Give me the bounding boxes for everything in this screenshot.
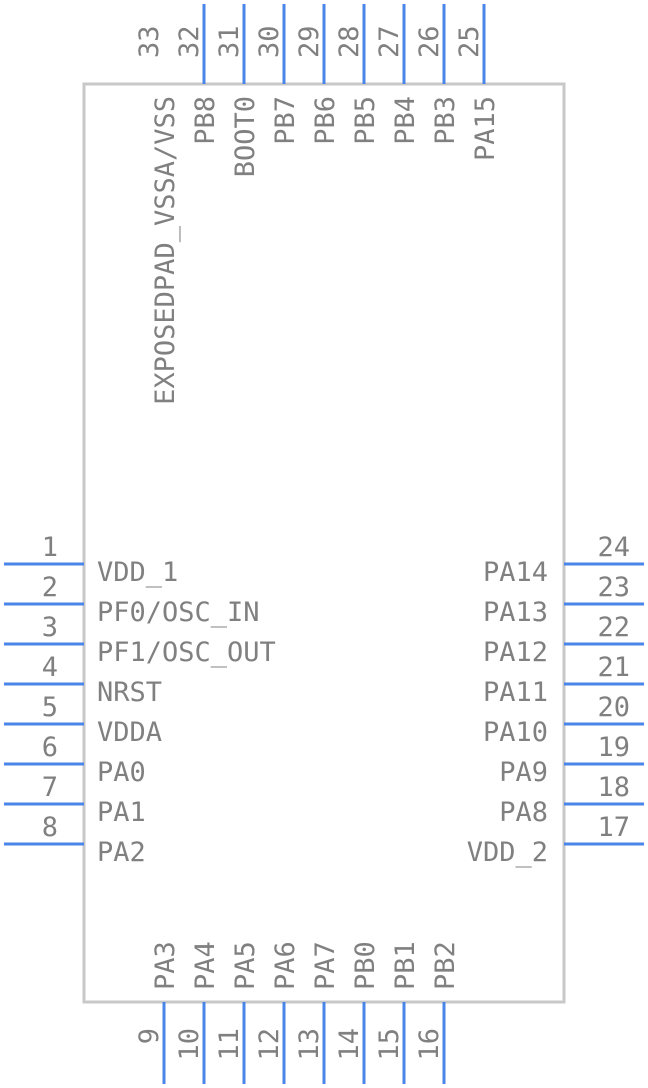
pin-number-28: 28 [334, 25, 365, 58]
pin-number-14: 14 [334, 1028, 365, 1061]
pin-number-2: 2 [42, 572, 58, 603]
pin-number-12: 12 [254, 1028, 285, 1061]
pin-label-32: PB8 [190, 96, 221, 145]
pin-number-7: 7 [42, 772, 58, 803]
pin-number-17: 17 [597, 812, 630, 843]
pin-label-19: PA9 [499, 757, 548, 788]
pin-number-22: 22 [597, 612, 630, 643]
pin-group [4, 4, 644, 1084]
pin-label-26: PB3 [430, 96, 461, 145]
pin-label-21: PA11 [483, 677, 548, 708]
pin-label-29: PB6 [310, 96, 341, 145]
pin-label-22: PA12 [483, 637, 548, 668]
pin-label-24: PA14 [483, 557, 548, 588]
pin-number-16: 16 [414, 1028, 445, 1061]
pin-number-23: 23 [597, 572, 630, 603]
pin-label-3: PF1/OSC_OUT [97, 637, 276, 668]
pin-number-3: 3 [42, 612, 58, 643]
pin-number-20: 20 [597, 692, 630, 723]
pin-number-33: 33 [134, 25, 165, 58]
pin-label-31: BOOT0 [230, 96, 261, 177]
pin-number-8: 8 [42, 812, 58, 843]
pin-label-8: PA2 [97, 837, 146, 868]
pin-label-23: PA13 [483, 597, 548, 628]
pin-label-11: PA5 [230, 941, 261, 990]
pin-label-9: PA3 [150, 941, 181, 990]
pin-label-30: PB7 [270, 96, 301, 145]
pin-number-19: 19 [597, 732, 630, 763]
pin-label-13: PA7 [310, 941, 341, 990]
pin-number-1: 1 [42, 532, 58, 563]
pin-number-6: 6 [42, 732, 58, 763]
pin-number-32: 32 [174, 25, 205, 58]
pin-label-7: PA1 [97, 797, 146, 828]
pin-label-1: VDD_1 [97, 557, 178, 588]
pin-number-9: 9 [134, 1028, 165, 1044]
pin-number-18: 18 [597, 772, 630, 803]
pin-label-25: PA15 [470, 96, 501, 161]
pin-label-33: EXPOSEDPAD_VSSA/VSS [150, 96, 181, 405]
pin-number-21: 21 [597, 652, 630, 683]
pin-label-18: PA8 [499, 797, 548, 828]
pin-number-13: 13 [294, 1028, 325, 1061]
pin-number-11: 11 [214, 1028, 245, 1061]
pin-label-10: PA4 [190, 941, 221, 990]
pin-label-27: PB4 [390, 96, 421, 145]
pin-number-5: 5 [42, 692, 58, 723]
pin-label-12: PA6 [270, 941, 301, 990]
pin-number-24: 24 [597, 532, 630, 563]
pin-number-26: 26 [414, 25, 445, 58]
pin-label-4: NRST [97, 677, 162, 708]
pin-number-10: 10 [174, 1028, 205, 1061]
pin-label-17: VDD_2 [467, 837, 548, 868]
pin-label-2: PF0/OSC_IN [97, 597, 260, 628]
pin-label-20: PA10 [483, 717, 548, 748]
pin-number-27: 27 [374, 25, 405, 58]
pin-number-4: 4 [42, 652, 58, 683]
pin-label-28: PB5 [350, 96, 381, 145]
pin-label-16: PB2 [430, 941, 461, 990]
pin-label-15: PB1 [390, 941, 421, 990]
pin-label-5: VDDA [97, 717, 162, 748]
pin-label-14: PB0 [350, 941, 381, 990]
pin-number-31: 31 [214, 25, 245, 58]
pin-number-29: 29 [294, 25, 325, 58]
pin-number-30: 30 [254, 25, 285, 58]
pin-number-25: 25 [454, 25, 485, 58]
pin-number-15: 15 [374, 1028, 405, 1061]
pin-label-6: PA0 [97, 757, 146, 788]
